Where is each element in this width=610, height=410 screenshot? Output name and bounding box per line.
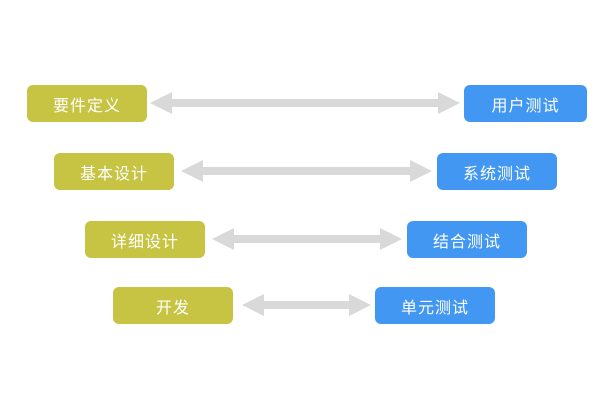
bidirectional-arrow-row2: [181, 160, 432, 182]
phase-node-basic-design: 基本设计: [54, 153, 174, 190]
test-node-system-testing: 系统测试: [437, 153, 557, 190]
test-node-user-testing: 用户测试: [464, 85, 587, 122]
arrow-shaft: [200, 167, 413, 175]
phase-node-development: 开发: [113, 287, 233, 324]
bidirectional-arrow-row3: [212, 228, 402, 250]
arrow-shaft: [261, 301, 352, 309]
test-node-unit-testing: 单元测试: [375, 287, 495, 324]
arrow-shaft: [231, 235, 383, 243]
test-node-integration-testing: 结合测试: [407, 221, 527, 258]
arrow-shaft: [169, 99, 441, 107]
bidirectional-arrow-row1: [150, 92, 460, 114]
bidirectional-arrow-row4: [242, 294, 371, 316]
phase-node-detailed-design: 详细设计: [85, 221, 205, 258]
phase-node-requirements-definition: 要件定义: [27, 85, 147, 122]
